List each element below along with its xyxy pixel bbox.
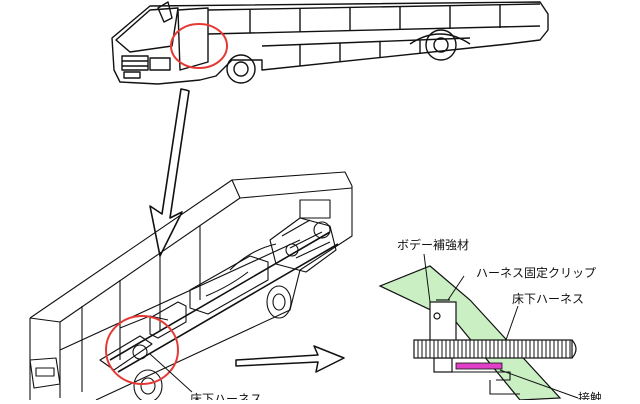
underfloor-harness	[413, 339, 577, 359]
highlight-circle-top	[170, 23, 228, 69]
leader-underfloor-bottom	[149, 353, 193, 393]
bus-exterior	[111, 1, 549, 85]
contact-area	[455, 362, 503, 370]
harness-clip	[429, 299, 457, 373]
label-underfloor-harness-bottom: 床下ハーネス	[190, 392, 262, 400]
highlight-circle-bottom	[105, 315, 179, 385]
label-underfloor-harness: 床下ハーネス	[512, 292, 584, 306]
bus-chassis	[29, 171, 353, 403]
label-contact: 接触	[578, 390, 602, 400]
arrow-right	[235, 345, 345, 373]
body-reinforcement	[378, 265, 562, 401]
arrow-down	[149, 88, 190, 257]
label-body-reinforcement: ボデー補強材	[397, 237, 469, 252]
detail-view	[378, 253, 579, 401]
label-harness-clip: ハーネス固定クリップ	[476, 265, 596, 280]
